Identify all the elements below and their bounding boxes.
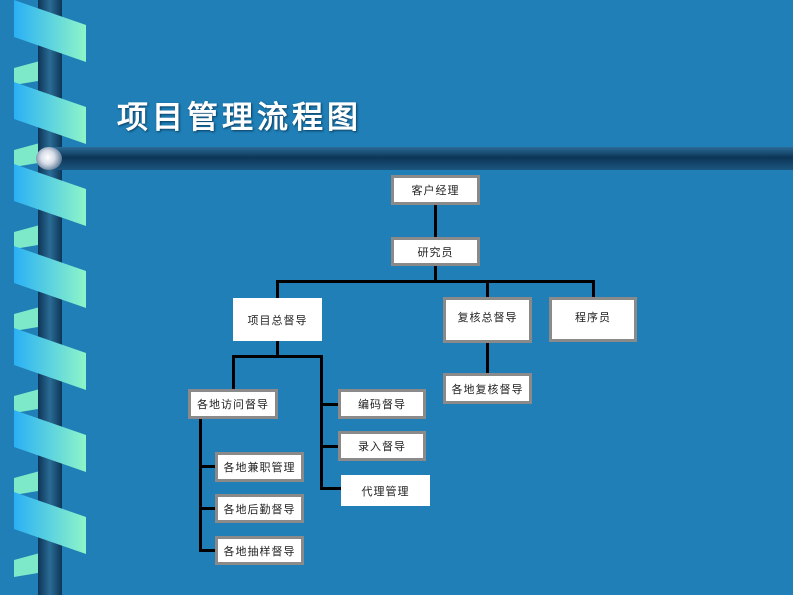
connector bbox=[199, 507, 216, 510]
connector bbox=[486, 341, 489, 374]
node-part-time: 各地兼职管理 bbox=[215, 452, 304, 482]
connector bbox=[199, 549, 216, 552]
header-bar bbox=[44, 147, 793, 170]
connector bbox=[320, 403, 339, 406]
connector bbox=[276, 280, 279, 299]
connector bbox=[486, 280, 489, 298]
node-logistics: 各地后勤督导 bbox=[215, 494, 304, 523]
connector bbox=[276, 340, 279, 357]
connector bbox=[276, 280, 595, 283]
node-local-review: 各地复核督导 bbox=[443, 373, 532, 404]
ribbon-front bbox=[14, 0, 86, 62]
ribbon-front bbox=[14, 492, 86, 554]
node-customer-manager: 客户经理 bbox=[391, 175, 480, 205]
connector bbox=[199, 418, 202, 551]
ribbon-front bbox=[14, 328, 86, 390]
ribbon-front bbox=[14, 82, 86, 144]
connector bbox=[434, 265, 437, 282]
connector bbox=[232, 355, 235, 390]
connector bbox=[320, 445, 339, 448]
page-title: 项目管理流程图 bbox=[117, 100, 362, 136]
node-review-supervisor: 复核总督导 bbox=[443, 297, 532, 343]
node-programmer: 程序员 bbox=[549, 297, 637, 342]
node-agent: 代理管理 bbox=[341, 475, 430, 506]
connector bbox=[232, 355, 323, 358]
node-local-visit: 各地访问督导 bbox=[188, 389, 278, 419]
ribbon-front bbox=[14, 410, 86, 472]
node-sampling: 各地抽样督导 bbox=[215, 536, 304, 565]
bar-knob bbox=[36, 147, 62, 170]
node-coding: 编码督导 bbox=[338, 389, 426, 419]
connector bbox=[199, 465, 216, 468]
ribbon-front bbox=[14, 164, 86, 226]
node-researcher: 研究员 bbox=[391, 237, 480, 266]
connector bbox=[320, 487, 342, 490]
connector bbox=[434, 204, 437, 238]
node-entry: 录入督导 bbox=[338, 431, 426, 461]
node-project-supervisor: 项目总督导 bbox=[233, 298, 322, 341]
connector bbox=[320, 355, 323, 490]
ribbon-pole-decoration bbox=[14, 0, 86, 595]
connector bbox=[592, 280, 595, 298]
ribbon-front bbox=[14, 246, 86, 308]
